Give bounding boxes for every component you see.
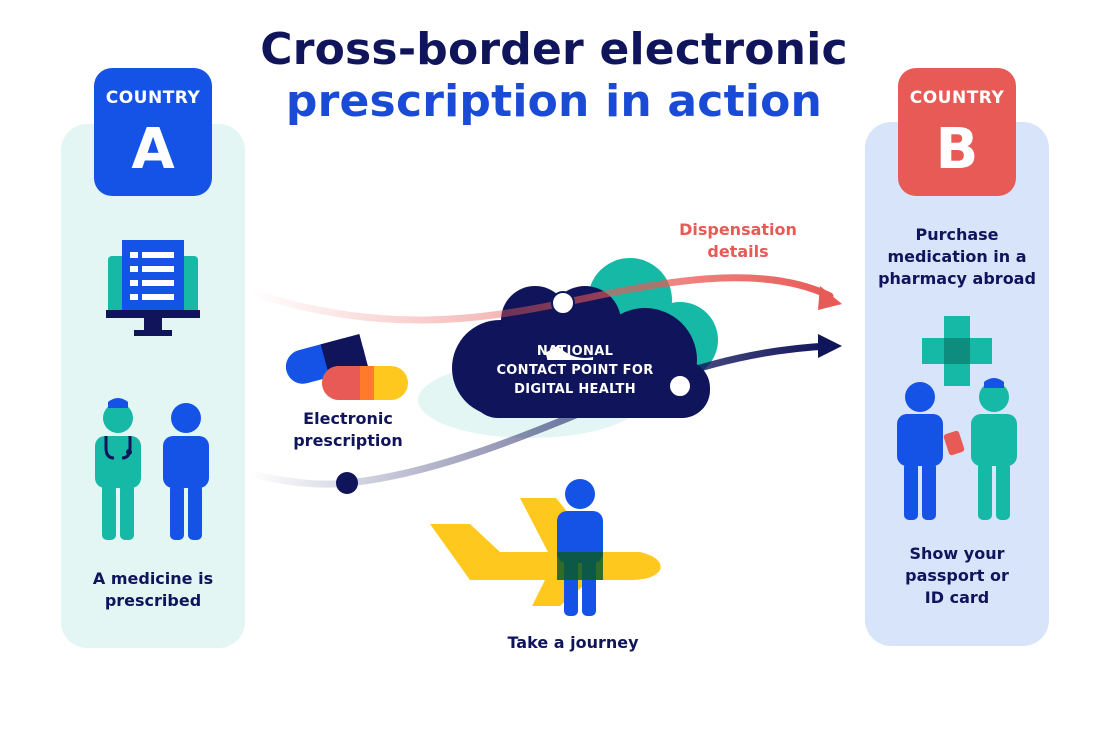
country-b-bottom-caption-line-3: ID card bbox=[924, 588, 990, 607]
country-a-badge-word: COUNTRY bbox=[105, 88, 201, 108]
cloud-label-line-3: DIGITAL HEALTH bbox=[514, 382, 636, 397]
pharmacy-cross-icon bbox=[922, 316, 992, 386]
country-b-bottom-caption-line-1: Show your bbox=[909, 544, 1005, 563]
country-b-top-caption: Purchase medication in a pharmacy abroad bbox=[865, 224, 1049, 290]
journey-label: Take a journey bbox=[507, 633, 639, 652]
electronic-prescription-label: Electronic prescription bbox=[280, 408, 416, 452]
country-b-badge-letter: B bbox=[935, 117, 979, 182]
pharmacist-icon bbox=[971, 378, 1017, 520]
cloud-label-line-2: CONTACT POINT FOR bbox=[496, 363, 654, 378]
country-a-caption-line-2: prescribed bbox=[104, 591, 202, 610]
country-a-caption-line-1: A medicine is bbox=[92, 569, 214, 588]
country-a-badge-letter: A bbox=[131, 117, 175, 182]
country-b-badge: COUNTRY B bbox=[898, 68, 1016, 196]
country-b-top-caption-line-3: pharmacy abroad bbox=[878, 269, 1036, 288]
country-b-top-caption-line-2: medication in a bbox=[887, 247, 1027, 266]
country-b-top-caption-line-1: Purchase bbox=[915, 225, 999, 244]
country-b-badge-word: COUNTRY bbox=[909, 88, 1005, 108]
country-a-badge: COUNTRY A bbox=[94, 68, 212, 196]
arrow-icon bbox=[818, 286, 842, 310]
dispensation-line-1: Dispensation bbox=[679, 220, 797, 239]
airplane-icon bbox=[430, 498, 661, 606]
title-line-1: Cross-border electronic bbox=[260, 24, 848, 75]
country-a-caption: A medicine is prescribed bbox=[61, 568, 245, 612]
computer-prescription-icon bbox=[106, 240, 200, 336]
dispensation-arrow bbox=[246, 274, 842, 324]
patient-icon bbox=[163, 403, 209, 540]
electronic-prescription-line-1: Electronic bbox=[303, 409, 393, 428]
pill-capsules-icon bbox=[285, 334, 408, 400]
dispensation-details-label: Dispensation details bbox=[668, 219, 808, 263]
dispensation-line-2: details bbox=[707, 242, 769, 261]
cloud-label-line-1: NATIONAL bbox=[536, 344, 614, 359]
customer-icon bbox=[897, 382, 943, 520]
arrow-icon bbox=[818, 334, 842, 358]
cloud-label: NATIONAL CONTACT POINT FOR DIGITAL HEALT… bbox=[480, 342, 670, 399]
title-line-2: prescription in action bbox=[285, 76, 823, 127]
country-b-bottom-caption: Show your passport or ID card bbox=[865, 543, 1049, 609]
passport-card-icon bbox=[943, 430, 965, 456]
doctor-icon bbox=[95, 398, 141, 540]
traveler-icon bbox=[557, 479, 603, 616]
country-b-bottom-caption-line-2: passport or bbox=[905, 566, 1009, 585]
country-a-panel bbox=[61, 124, 245, 648]
prescription-arrow bbox=[246, 334, 842, 494]
cloud-icon bbox=[418, 258, 718, 438]
electronic-prescription-line-2: prescription bbox=[293, 431, 403, 450]
